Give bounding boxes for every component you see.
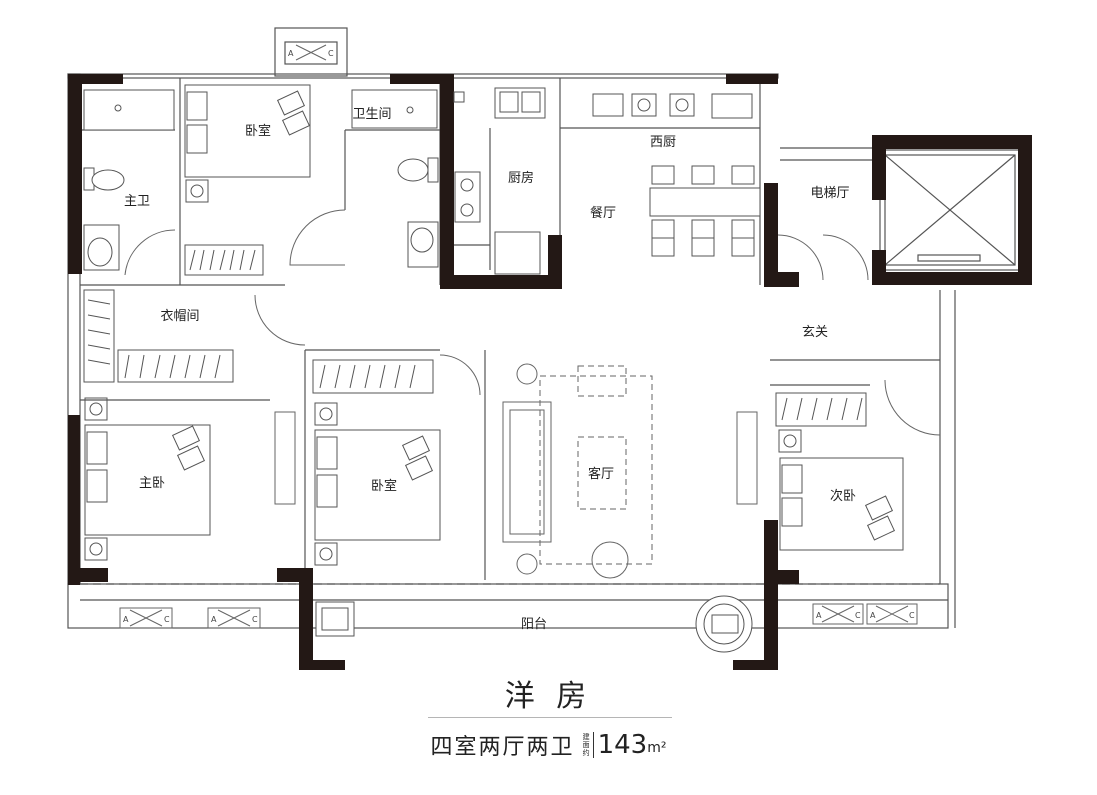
bathroom-fixtures [83, 89, 465, 271]
layout-type: 四室两厅两卫 [430, 735, 575, 760]
room-labels: 卧室 卫生间 西厨 主卫 厨房 餐厅 电梯厅 衣帽间 玄关 客厅 主卧 卧室 次… [124, 107, 856, 632]
area-divider [592, 732, 594, 758]
ac-label-c: C [164, 615, 170, 624]
ac-label-c: C [855, 611, 861, 620]
ac-units [119, 44, 918, 629]
room-label-kitchen: 厨房 [508, 170, 534, 186]
area-note: 建 面 约 [583, 733, 590, 757]
title-divider [428, 717, 672, 718]
room-label-dining: 餐厅 [590, 205, 616, 221]
area-note-char: 约 [582, 749, 590, 757]
area-value: 143 [597, 730, 648, 760]
ac-label-a: A [288, 49, 294, 58]
room-label-washroom: 卫生间 [352, 107, 391, 122]
living-furniture [274, 363, 758, 579]
room-label-foyer: 玄关 [802, 325, 828, 340]
room-label-master-bath: 主卫 [124, 194, 150, 209]
ac-label-a: A [816, 611, 822, 620]
ac-label-c: C [328, 49, 334, 58]
room-label-master-bedroom: 主卧 [139, 476, 165, 491]
ac-label-c: C [252, 615, 258, 624]
plan-title: 洋 房 [504, 679, 593, 714]
area-unit: m² [647, 740, 667, 756]
wardrobes [83, 244, 867, 427]
door-swings [124, 209, 941, 436]
area-note-char: 建 [582, 733, 590, 741]
room-label-west-kitchen: 西厨 [650, 135, 676, 150]
room-label-bedroom-middle: 卧室 [371, 478, 397, 494]
ac-unit-labels: A C A C A C A C A C [123, 49, 915, 624]
beds [84, 84, 904, 551]
ac-label-a: A [211, 615, 217, 624]
dining-table [649, 165, 761, 257]
nightstand-lamps [84, 179, 802, 566]
kitchen-fixtures [454, 87, 753, 275]
floor-plan: A C A C A C A C A C 卧室 卫生间 西厨 主卫 厨房 餐厅 电… [67, 27, 1032, 670]
room-label-living: 客厅 [588, 466, 614, 482]
room-label-elevator-hall: 电梯厅 [810, 186, 849, 201]
area-note-char: 面 [582, 741, 590, 749]
room-label-cloakroom: 衣帽间 [160, 308, 199, 324]
structural-walls [68, 74, 1032, 670]
room-label-bedroom-top: 卧室 [245, 123, 271, 139]
plan-subtitle: 四室两厅两卫 建 面 约 143 m² [0, 729, 1097, 761]
room-label-second-bedroom: 次卧 [830, 488, 856, 504]
ac-label-a: A [870, 611, 876, 620]
balcony-items [315, 595, 753, 653]
room-label-balcony: 阳台 [521, 617, 547, 632]
ac-label-a: A [123, 615, 129, 624]
ac-label-c: C [909, 611, 915, 620]
